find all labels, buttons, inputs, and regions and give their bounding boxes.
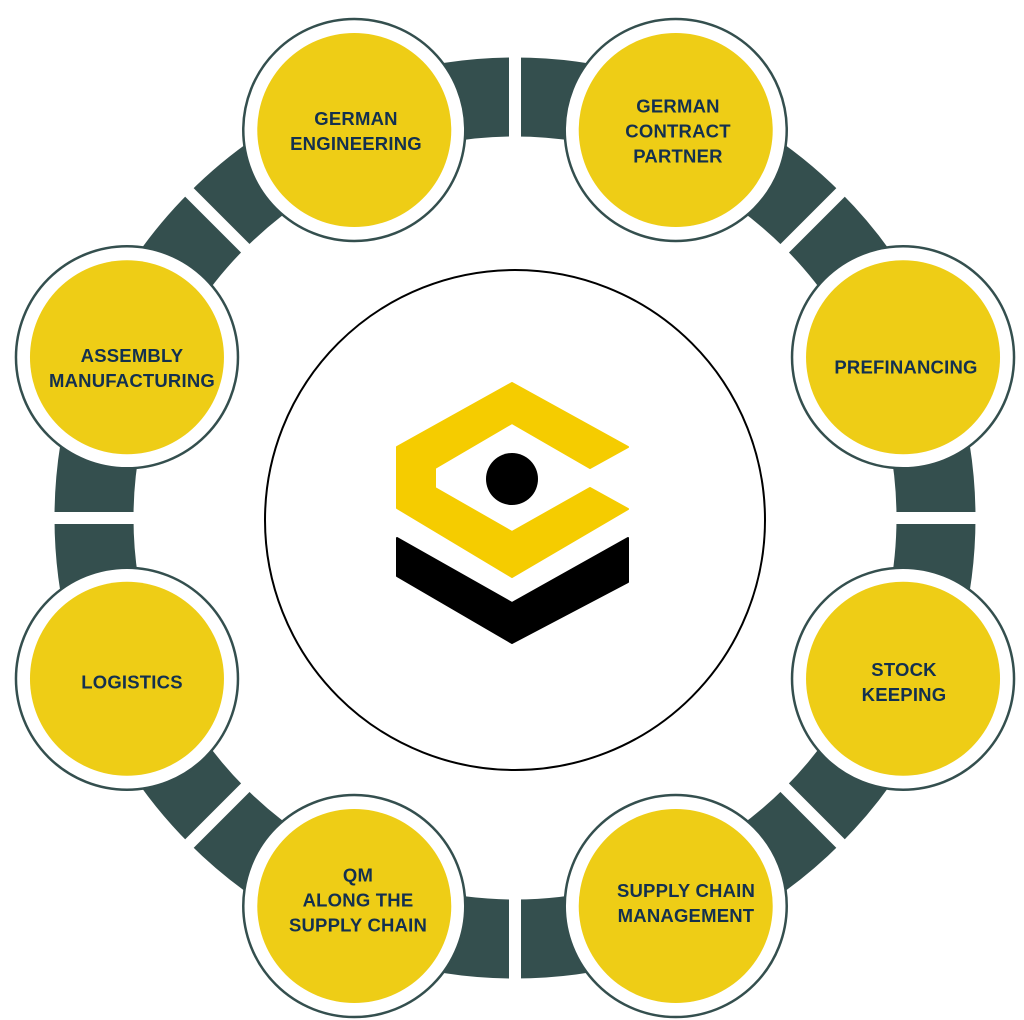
center-circle: [264, 269, 766, 771]
ring-gap: [174, 775, 258, 859]
node-fill-circle: [578, 809, 773, 1004]
ring-gaps: [40, 43, 990, 993]
label-line: SUPPLY CHAIN: [616, 880, 756, 901]
node-fill-circle: [806, 260, 1001, 455]
node-label-prefinancing: PREFINANCING: [806, 355, 1006, 380]
label-line: MANAGEMENT: [617, 905, 755, 926]
logo-eye-dot: [486, 453, 538, 505]
label-line: QM: [342, 864, 374, 886]
node-label-logistics: LOGISTICS: [32, 670, 232, 695]
label-line: KEEPING: [861, 684, 947, 705]
company-hexagon-eye-logo-icon: [396, 382, 629, 644]
node-fill-circle: [29, 581, 224, 776]
label-line: MANUFACTURING: [48, 370, 215, 391]
node-label-assembly-manufacturing: ASSEMBLY MANUFACTURING: [32, 343, 232, 393]
node-label-german-engineering: GERMAN ENGINEERING: [256, 106, 456, 156]
logo-black-base: [396, 537, 629, 644]
logo-yellow-c-shape: [396, 382, 629, 578]
label-line: ASSEMBLY: [80, 345, 184, 366]
node-fill-circle: [257, 32, 452, 227]
node-fill-circle: [578, 32, 773, 227]
node-label-supply-chain-management: SUPPLY CHAIN MANAGEMENT: [586, 878, 786, 928]
node-label-german-contract-partner: GERMAN CONTRACT PARTNER: [578, 94, 778, 169]
label-line: SUPPLY CHAIN: [288, 914, 428, 936]
node-fill-circle: [29, 260, 224, 455]
ring-gap: [772, 177, 856, 261]
node-circles: [14, 17, 1016, 1019]
label-line: GERMAN: [636, 95, 720, 117]
ring-gap: [772, 775, 856, 859]
label-line: GERMAN: [314, 108, 398, 129]
label-line: ENGINEERING: [290, 133, 422, 154]
label-line: STOCK: [871, 659, 937, 680]
label-line: PARTNER: [633, 145, 723, 167]
node-fill-circle: [806, 581, 1001, 776]
node-label-stock-keeping: STOCK KEEPING: [804, 657, 1004, 707]
label-line: LOGISTICS: [81, 671, 183, 693]
label-line: ALONG THE: [302, 889, 414, 911]
label-line: PREFINANCING: [834, 356, 978, 378]
node-fill-circle: [257, 809, 452, 1004]
node-label-qm-along-the-supply-chain: QM ALONG THE SUPPLY CHAIN: [258, 863, 458, 938]
ring-gap: [174, 177, 258, 261]
label-line: CONTRACT: [625, 120, 731, 142]
